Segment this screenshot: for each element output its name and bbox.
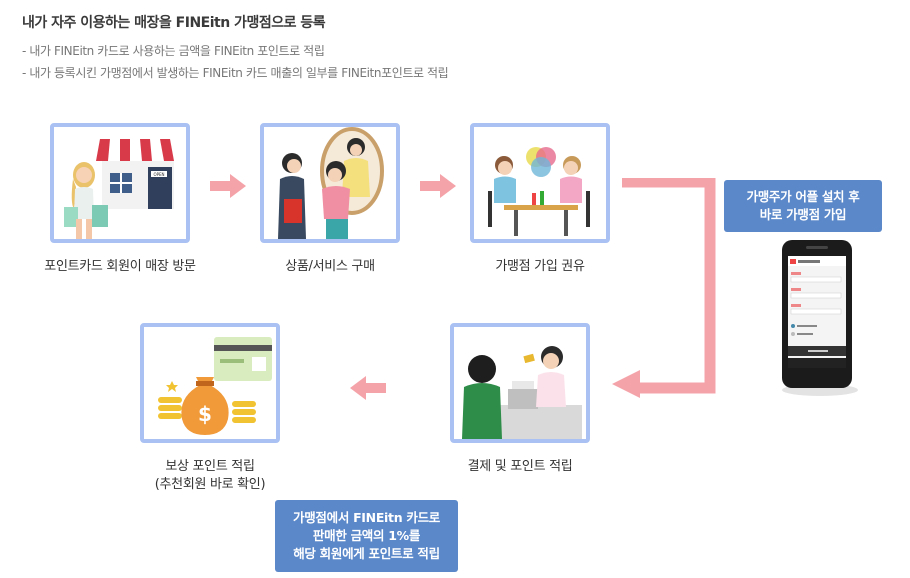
step-reward-label-line-2: (추천회원 바로 확인): [154, 477, 266, 492]
store-sign: OPEN: [153, 172, 164, 177]
left-arrow-icon: [350, 376, 386, 400]
step-visit-label: 포인트카드 회원이 매장 방문: [44, 259, 196, 274]
shopping-mirror-icon: [278, 127, 384, 239]
svg-text:$: $: [198, 402, 212, 426]
step-purchase-card: [260, 123, 400, 243]
shopper-at-store-icon: OPEN: [64, 139, 182, 239]
step-checkout-card: [450, 323, 590, 443]
description-line-1: - 내가 FINEitn 카드로 사용하는 금액을 FINEitn 포인트로 적…: [22, 44, 325, 58]
smartphone-app-icon: [782, 240, 858, 396]
description-line-2: - 내가 등록시킨 가맹점에서 발생하는 FINEitn 카드 매출의 일부를 …: [22, 66, 449, 80]
step-purchase-label: 상품/서비스 구매: [285, 259, 375, 274]
reward-note-line-2: 판매한 금액의 1%를: [312, 528, 421, 543]
right-arrow-icon: [420, 174, 456, 198]
owner-note-line-1: 가맹주가 어플 설치 후: [746, 189, 860, 204]
right-arrow-icon: [210, 174, 246, 198]
step-invite-card: [470, 123, 610, 243]
money-bag-coins-icon: $: [158, 337, 272, 435]
reward-note-line-3: 해당 회원에게 포인트로 적립: [293, 546, 440, 561]
owner-signup-note: 가맹주가 어플 설치 후 바로 가맹점 가입: [724, 180, 882, 232]
connector-arrow: [612, 178, 716, 398]
step-checkout-label: 결제 및 포인트 적립: [467, 459, 573, 474]
reward-note-line-1: 가맹점에서 FINEitn 카드로: [293, 510, 440, 525]
owner-note-line-2: 바로 가맹점 가입: [759, 207, 847, 222]
step-reward-label: 보상 포인트 적립 (추천회원 바로 확인): [100, 458, 320, 494]
page-title: 내가 자주 이용하는 매장을 FINEitn 가맹점으로 등록: [22, 15, 326, 31]
step-reward-card: $: [140, 323, 280, 443]
meeting-table-icon: [488, 147, 590, 236]
checkout-register-icon: [462, 346, 582, 439]
step-reward-label-line-1: 보상 포인트 적립: [165, 459, 255, 474]
step-visit-card: OPEN: [50, 123, 190, 243]
reward-rule-note: 가맹점에서 FINEitn 카드로 판매한 금액의 1%를 해당 회원에게 포인…: [275, 500, 458, 572]
step-invite-label: 가맹점 가입 권유: [495, 259, 585, 274]
